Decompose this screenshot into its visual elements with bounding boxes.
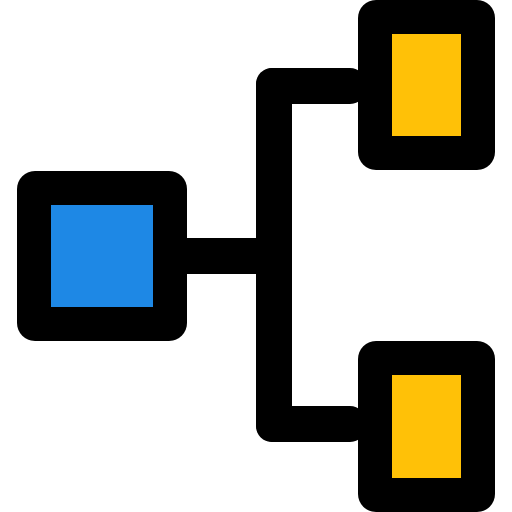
root-node (17, 171, 187, 341)
connector-lines (180, 68, 366, 442)
connector-trunk-vertical (256, 68, 292, 442)
connector-bottom-branch (256, 406, 366, 442)
connector-top-branch (256, 68, 366, 104)
child-node-top-fill (392, 34, 461, 136)
root-node-fill (51, 205, 153, 307)
child-node-bottom-fill (392, 375, 461, 478)
child-node-bottom (358, 341, 495, 512)
child-node-top (358, 0, 495, 170)
